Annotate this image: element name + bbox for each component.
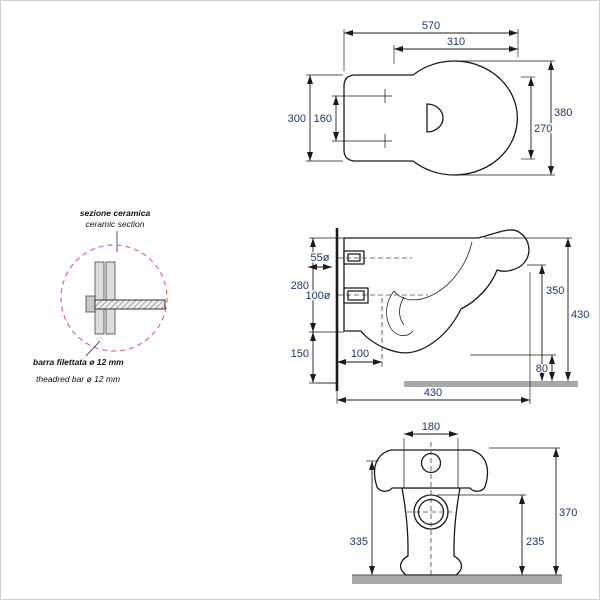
detail-title-it: sezione ceramica xyxy=(80,208,151,218)
side-bottom-clearance-value: 150 xyxy=(291,348,309,360)
plan-fixing-holes xyxy=(378,89,392,148)
side-bowl-outline xyxy=(343,229,530,354)
front-centerlines xyxy=(407,442,455,582)
plan-back-width-value: 300 xyxy=(288,113,306,125)
side-floor-bar xyxy=(404,381,578,387)
side-trap-line xyxy=(386,290,414,336)
front-total-height-value: 370 xyxy=(559,507,577,519)
side-dimension-lines xyxy=(308,237,572,404)
front-dimension-lines xyxy=(366,431,560,575)
ceramic-section-layer-2 xyxy=(105,261,116,335)
plan-dimension-lines xyxy=(306,29,555,176)
plan-bowl-width-value: 270 xyxy=(534,123,552,135)
side-under-rim-value: 80 xyxy=(536,363,548,375)
detail-title-en: ceramic section xyxy=(85,219,144,229)
threaded-bar xyxy=(94,299,166,310)
side-trap-inner-line xyxy=(399,296,405,326)
side-outlet-diameter-value: 100ø xyxy=(305,290,330,302)
front-view: 180 370 335 235 xyxy=(348,420,579,584)
side-total-depth-value: 430 xyxy=(424,387,442,399)
detail-circle xyxy=(60,244,168,352)
plan-flush-outlet xyxy=(426,103,444,133)
plan-view: 570 310 300 160 270 380 xyxy=(286,19,574,176)
threaded-bar-label-en: theadred bar ø 12 mm xyxy=(36,374,120,384)
plan-total-length-value: 570 xyxy=(422,20,440,32)
ceramic-section-layer-1 xyxy=(94,261,105,335)
front-drain-height-value: 235 xyxy=(526,536,544,548)
side-view: 55ø 280 100ø 150 100 350 430 80 430 xyxy=(289,228,591,404)
detail-leader-bottom xyxy=(85,340,101,357)
detail-view: sezione ceramica ceramic section barra f… xyxy=(32,207,168,385)
side-inlet-fitting xyxy=(343,250,365,265)
front-top-width-value: 180 xyxy=(422,421,440,433)
plan-fixing-distance-value: 160 xyxy=(314,113,332,125)
side-inlet-diameter-value: 55ø xyxy=(311,252,330,264)
side-centerlines xyxy=(338,257,428,368)
side-bowl-inner-line xyxy=(393,241,473,301)
side-front-height-value: 350 xyxy=(546,285,564,297)
plan-total-width-value: 380 xyxy=(554,107,572,119)
side-drain-offset-value: 100 xyxy=(351,348,369,360)
side-total-height-value: 430 xyxy=(571,309,589,321)
threaded-bar-label-it: barra filettata ø 12 mm xyxy=(33,357,124,367)
side-back-height-value: 280 xyxy=(291,280,309,292)
front-side-height-value: 335 xyxy=(350,536,368,548)
fixing-nut xyxy=(85,295,96,313)
side-outlet-fitting xyxy=(343,287,369,304)
plan-bowl-length-value: 310 xyxy=(447,36,465,48)
front-floor-bar xyxy=(352,575,562,584)
